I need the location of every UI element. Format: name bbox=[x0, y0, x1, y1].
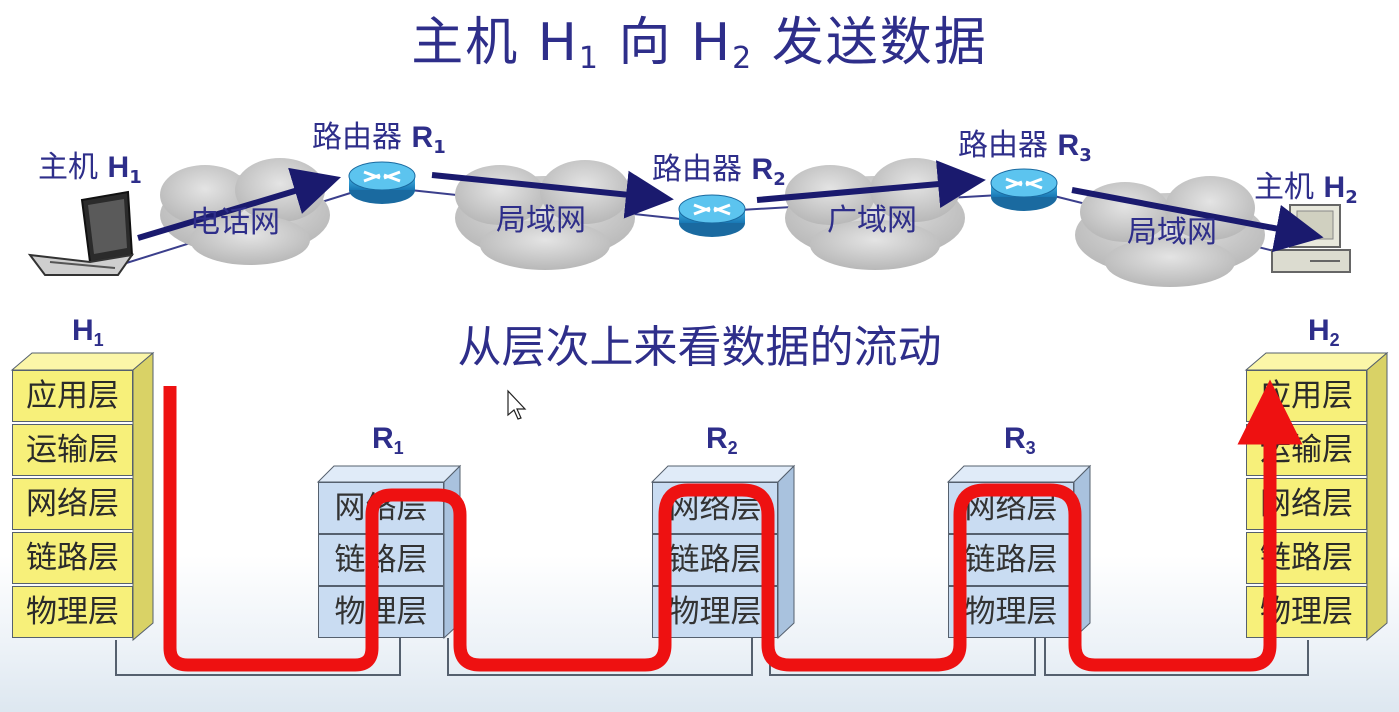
host2-label: 主机 H2 bbox=[1254, 170, 1358, 208]
r2-layer-physical: 物理层 bbox=[652, 586, 778, 638]
r3-layer-physical: 物理层 bbox=[948, 586, 1074, 638]
router3-label: 路由器 R3 bbox=[958, 128, 1092, 166]
h1-layer-transport: 运输层 bbox=[12, 424, 133, 476]
host1-label: 主机 H1 bbox=[38, 150, 142, 188]
r1-layer-link: 链路层 bbox=[318, 534, 444, 586]
router-icon bbox=[990, 168, 1058, 211]
network-label: 局域网 bbox=[496, 203, 586, 238]
h1-layer-application: 应用层 bbox=[12, 370, 133, 422]
stack-header-r3: R3 bbox=[1004, 422, 1036, 458]
stack-header-h1: H1 bbox=[72, 314, 104, 350]
cloud-icon bbox=[1075, 176, 1265, 287]
page-title: 主机 H1 向 H2 发送数据 bbox=[411, 13, 988, 76]
r3-layer-link: 链路层 bbox=[948, 534, 1074, 586]
section-subtitle: 从层次上来看数据的流动 bbox=[457, 322, 942, 373]
network-label: 电话网 bbox=[190, 205, 280, 240]
h2-layer-application: 应用层 bbox=[1246, 370, 1367, 422]
r3-layer-network: 网络层 bbox=[948, 482, 1074, 534]
r1-layer-network: 网络层 bbox=[318, 482, 444, 534]
h2-layer-link: 链路层 bbox=[1246, 532, 1367, 584]
h1-layer-network: 网络层 bbox=[12, 478, 133, 530]
router2-label: 路由器 R2 bbox=[652, 152, 786, 190]
data-path-arrows bbox=[137, 160, 1324, 253]
laptop-icon bbox=[27, 190, 135, 276]
physical-links bbox=[115, 638, 1309, 676]
r1-layer-physical: 物理层 bbox=[318, 586, 444, 638]
stack-header-h2: H2 bbox=[1308, 314, 1340, 350]
r2-layer-network: 网络层 bbox=[652, 482, 778, 534]
network-label: 局域网 bbox=[1127, 215, 1217, 250]
h2-layer-network: 网络层 bbox=[1246, 478, 1367, 530]
router-icon bbox=[348, 161, 416, 204]
h2-layer-transport: 运输层 bbox=[1246, 424, 1367, 476]
network-label: 广域网 bbox=[827, 203, 917, 238]
router-icon bbox=[678, 194, 746, 237]
stack-header-r1: R1 bbox=[372, 422, 404, 458]
h1-layer-physical: 物理层 bbox=[12, 586, 133, 638]
r2-layer-link: 链路层 bbox=[652, 534, 778, 586]
h2-layer-physical: 物理层 bbox=[1246, 586, 1367, 638]
router1-label: 路由器 R1 bbox=[312, 120, 446, 158]
stack-header-r2: R2 bbox=[706, 422, 738, 458]
cloud-icon bbox=[785, 158, 965, 270]
h1-layer-link: 链路层 bbox=[12, 532, 133, 584]
